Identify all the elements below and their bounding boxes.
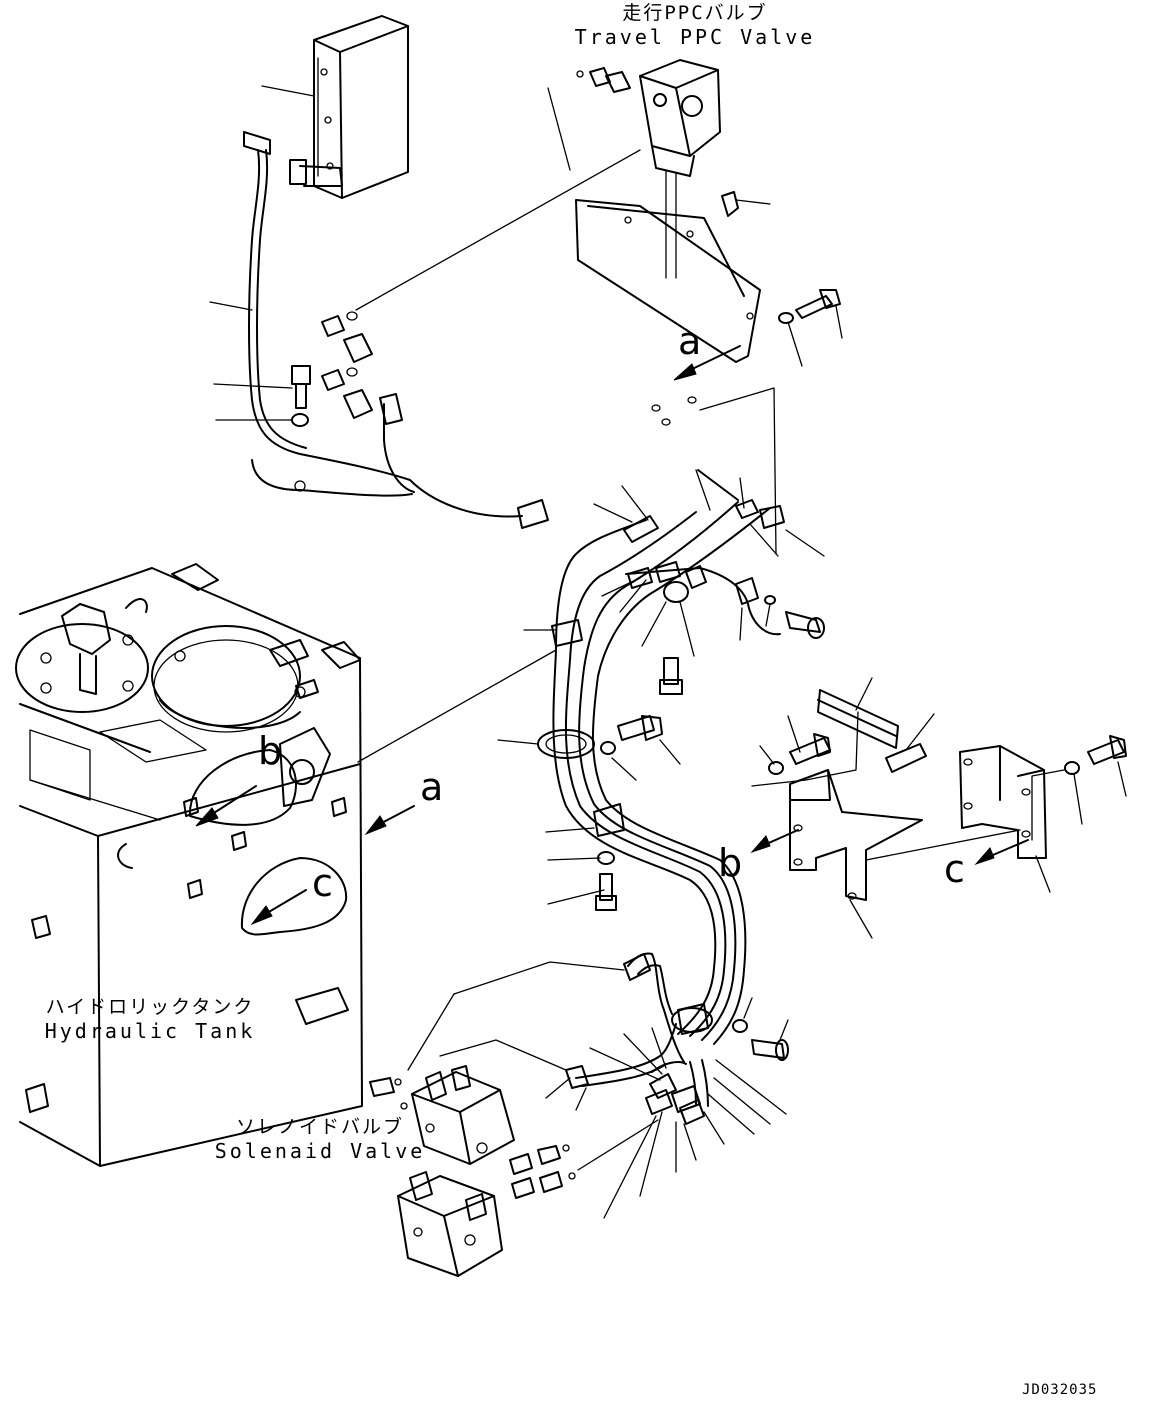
bolt-washer-upper-right: [778, 289, 843, 367]
leader-line: [453, 961, 625, 995]
bolt-washer-b: [751, 711, 859, 787]
bolt-washer-mid: [600, 715, 681, 781]
reference-bracket: [699, 387, 777, 555]
solenoid-valve-upper: [369, 1065, 515, 1165]
arrow-b-tank: [195, 785, 257, 827]
arrow-a-tank: [364, 805, 415, 836]
hydraulic-tank: [15, 563, 363, 1167]
drawing-code: JD032035: [1022, 1382, 1098, 1398]
clip-fitting: [721, 191, 771, 217]
bundle-leader-lines: [497, 469, 825, 905]
solenoid-valve-lower: [397, 1119, 659, 1277]
travel-ppc-valve-label: 走行PPCバルブ Travel PPC Valve: [570, 2, 820, 49]
leader-line: [213, 383, 293, 389]
travel-ppc-valve: [576, 59, 721, 279]
pipe-bundle: [537, 469, 825, 1045]
reference-line: [865, 829, 1021, 861]
leader-line: [261, 85, 315, 97]
hydraulic-tank-label: ハイドロリックタンク Hydraulic Tank: [30, 996, 270, 1043]
wiring-harness: [243, 131, 549, 529]
leader-line: [439, 1039, 567, 1071]
arrow-a-upper: [673, 345, 741, 381]
rubber-strips: [817, 677, 935, 773]
ref-letter-c-right: c: [944, 847, 965, 891]
ref-letter-a-tank: a: [420, 765, 444, 809]
hydraulic-tank-label-ja: ハイドロリックタンク: [45, 996, 255, 1018]
bracket-c: [959, 745, 1051, 893]
ref-letter-c-tank: c: [312, 861, 333, 905]
ref-letter-b-right: b: [718, 841, 743, 885]
leader-line: [209, 301, 253, 311]
arrow-b-right: [750, 829, 799, 854]
arrow-c-tank: [250, 889, 307, 926]
solenoid-valve-label-en: Solenaid Valve: [214, 1138, 426, 1163]
leader-line: [407, 993, 455, 1071]
pressure-sensors: [321, 149, 641, 425]
lower-leader-lines: [545, 1027, 787, 1219]
arrow-c-right: [974, 839, 1029, 866]
bracket-b: [789, 769, 923, 939]
travel-ppc-valve-label-ja: 走行PPCバルブ: [622, 2, 768, 24]
leader-line: [547, 87, 571, 171]
travel-ppc-valve-label-en: Travel PPC Valve: [574, 24, 816, 49]
lower-pipes: [565, 952, 709, 1125]
hydraulic-tank-label-en: Hydraulic Tank: [44, 1018, 256, 1043]
ppc-mounting-plate: [575, 199, 761, 363]
bolt-washer-lower: [595, 851, 617, 911]
ref-letter-a-upper: a: [678, 319, 702, 363]
solenoid-valve-label-ja: ソレノイドバルブ: [235, 1116, 404, 1138]
bolt-washer-solenoid: [732, 997, 789, 1061]
ref-letter-b-tank: b: [258, 729, 283, 773]
solenoid-valve-label: ソレノイドバルブ Solenaid Valve: [200, 1116, 440, 1163]
bolt-washer-left: [291, 365, 311, 427]
tank-connection-line: [357, 649, 557, 763]
sensor-bracket-top-left: [289, 15, 409, 199]
bolt-washer-c: [1031, 735, 1127, 841]
